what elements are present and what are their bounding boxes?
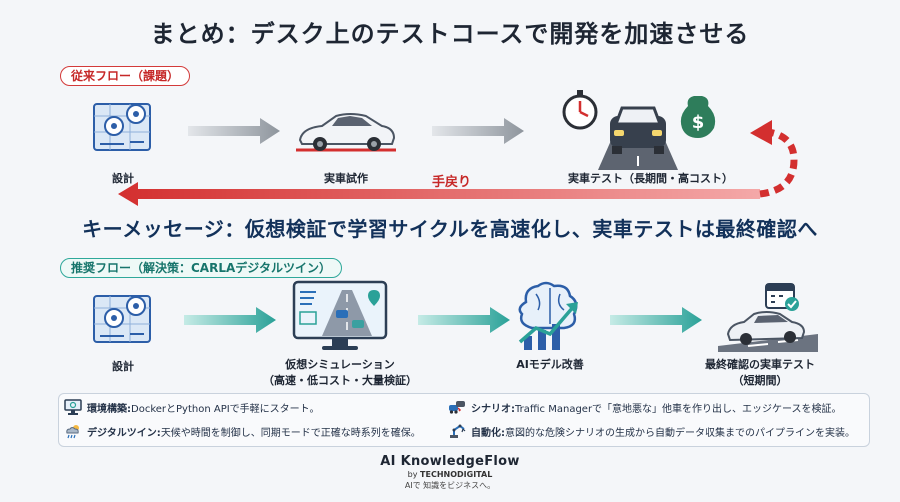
rework-label: 手戻り [432, 175, 472, 190]
sports-car-icon [296, 113, 396, 152]
brand-company: TECHNODIGITAL [420, 470, 493, 479]
blueprint-gears-icon [93, 103, 151, 151]
cars-collision-icon [449, 401, 465, 414]
note-environment-text: DockerとPython APIで手軽にスタート。 [131, 403, 320, 415]
server-monitor-icon [64, 399, 82, 415]
legacy-step-design: 設計 [112, 172, 134, 185]
final-test-car-icon [718, 283, 818, 352]
brand-footer: AI KnowledgeFlow by TECHNODIGITAL AIで 知識… [0, 454, 900, 491]
teal-arrow-icon [184, 307, 276, 333]
note-environment: 環境構築: DockerとPython APIで手軽にスタート。 [64, 399, 319, 415]
note-automation-text: 意図的な危険シナリオの生成から自動データ収集までのパイプラインを実装。 [505, 427, 855, 439]
brand-by: by [407, 470, 421, 479]
ai-brain-chart-icon [518, 281, 578, 350]
note-digital-twin-head: デジタルツイン: [87, 427, 161, 439]
note-scenario: シナリオ: Traffic Managerで「意地悪な」他車を作り出し、エッジケ… [448, 399, 842, 415]
brand-name: AI KnowledgeFlow [380, 454, 520, 469]
rework-arrow-icon [118, 120, 798, 206]
brand-tagline: AIで 知識をビジネスへ。 [404, 481, 496, 490]
simulation-label-line2: （高速・低コスト・大量検証） [263, 374, 417, 387]
note-digital-twin-text: 天候や時間を制御し、同期モードで正確な時系列を確保。 [160, 427, 421, 439]
final-test-label-line1: 最終確認の実車テスト [705, 358, 815, 371]
recommended-flow-pill: 推奨フロー（解決策：CARLAデジタルツイン） [60, 258, 343, 278]
note-automation-head: 自動化: [471, 427, 505, 439]
weather-icon [66, 425, 79, 439]
legacy-flow-pill: 従来フロー（課題） [60, 66, 191, 86]
legacy-step-real-test: 実車テスト（長期間・高コスト） [568, 172, 733, 185]
svg-text:$: $ [692, 112, 705, 133]
robot-arm-icon [450, 424, 466, 438]
brand-byline: by TECHNODIGITAL [0, 470, 900, 479]
simulation-monitor-icon [292, 280, 388, 350]
real-car-test-icon: $ [562, 90, 716, 170]
teal-arrow-icon [610, 307, 702, 333]
gray-arrow-icon [188, 118, 280, 144]
recommended-step-final-test: 最終確認の実車テスト （短期間） [692, 356, 828, 388]
legacy-step-prototype: 実車試作 [324, 172, 368, 185]
note-scenario-text: Traffic Managerで「意地悪な」他車を作り出し、エッジケースを検証。 [515, 403, 842, 415]
note-automation: 自動化: 意図的な危険シナリオの生成から自動データ収集までのパイプラインを実装。 [448, 423, 855, 439]
gray-arrow-icon [432, 118, 524, 144]
note-environment-head: 環境構築: [87, 403, 131, 415]
note-scenario-head: シナリオ: [471, 403, 515, 415]
recommended-step-simulation: 仮想シミュレーション （高速・低コスト・大量検証） [258, 356, 422, 388]
note-digital-twin: デジタルツイン: 天候や時間を制御し、同期モードで正確な時系列を確保。 [64, 423, 421, 439]
blueprint-gears-icon [93, 295, 151, 343]
key-message: キーメッセージ：仮想検証で学習サイクルを高速化し、実車テストは最終確認へ [82, 217, 818, 241]
teal-arrow-icon [418, 307, 510, 333]
page-title: まとめ：デスク上のテストコースで開発を加速させる [150, 20, 750, 48]
final-test-label-line2: （短期間） [732, 374, 788, 387]
recommended-step-ai-improve: AIモデル改善 [516, 358, 584, 371]
simulation-label-line1: 仮想シミュレーション [285, 358, 395, 371]
recommended-step-design: 設計 [112, 360, 134, 373]
